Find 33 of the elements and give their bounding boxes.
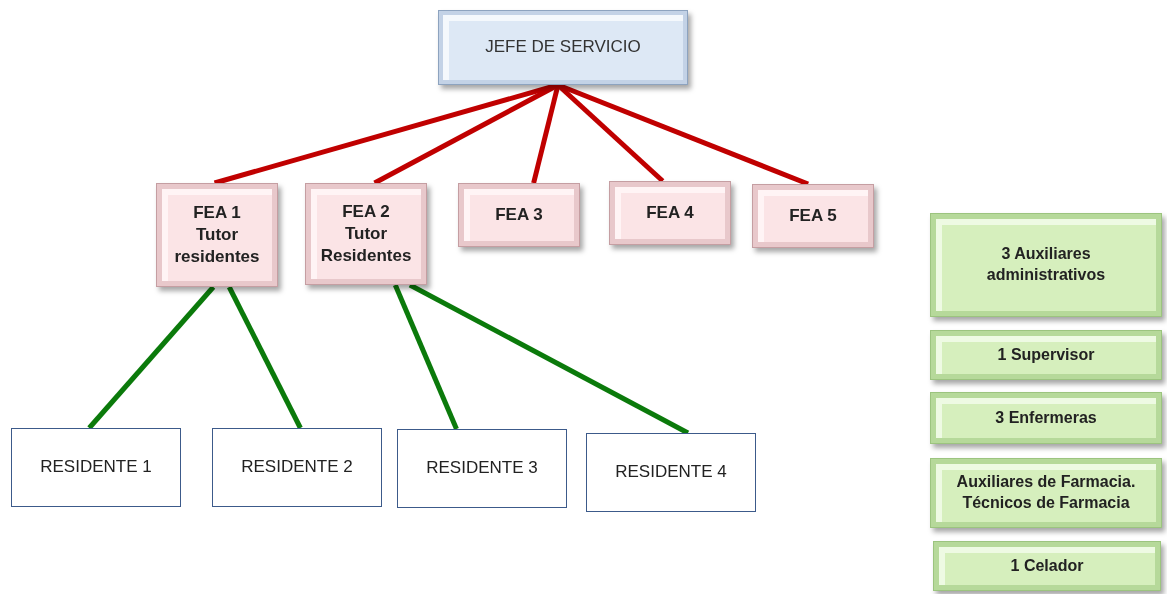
box-label: RESIDENTE 2 — [241, 456, 353, 479]
org-box — [930, 213, 1162, 317]
org-box — [609, 181, 731, 245]
box-label: FEA 4 — [646, 201, 694, 224]
org-box — [933, 541, 1161, 591]
org-box — [397, 429, 567, 508]
box-label: 3 Enfermeras — [995, 407, 1097, 428]
org-box — [438, 10, 688, 85]
org-box — [586, 433, 756, 512]
box-label: 1 Supervisor — [997, 344, 1095, 365]
box-label: RESIDENTE 3 — [426, 457, 538, 480]
org-box — [11, 428, 181, 507]
org-box — [458, 183, 580, 247]
org-box — [156, 183, 278, 287]
box-label: 1 Celador — [1010, 555, 1084, 576]
box-label: Auxiliares de Farmacia. Técnicos de Farmacia — [955, 472, 1137, 513]
box-label: FEA 1 Tutor residentes — [173, 201, 261, 269]
box-label: RESIDENTE 4 — [615, 461, 727, 484]
org-box — [930, 392, 1162, 444]
connector-line — [226, 285, 303, 430]
box-label: 3 Auxiliares administrativos — [985, 244, 1107, 285]
org-box — [930, 458, 1162, 528]
connector-line — [87, 285, 216, 430]
org-box — [305, 183, 427, 285]
box-label: FEA 3 — [495, 203, 543, 226]
box-label: RESIDENTE 1 — [40, 456, 152, 479]
org-box — [212, 428, 382, 507]
box-label: FEA 5 — [789, 204, 837, 227]
box-label: FEA 2 Tutor Residentes — [320, 200, 412, 268]
org-box — [752, 184, 874, 248]
org-box — [930, 330, 1162, 380]
connector-line — [393, 284, 459, 430]
box-label: JEFE DE SERVICIO — [485, 36, 641, 59]
